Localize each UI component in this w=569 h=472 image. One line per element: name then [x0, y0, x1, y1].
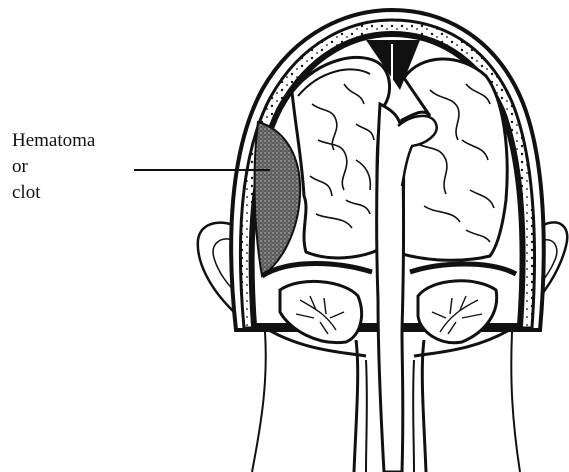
neck-outline: [252, 332, 266, 472]
label-clot: clot: [12, 180, 41, 206]
right-hemisphere: [402, 59, 507, 260]
neck-outline-right: [511, 332, 520, 472]
brainstem: [377, 104, 404, 472]
label-or: or: [12, 154, 28, 180]
cerebellum-left: [280, 281, 362, 342]
label-hematoma: Hematoma: [12, 128, 95, 154]
